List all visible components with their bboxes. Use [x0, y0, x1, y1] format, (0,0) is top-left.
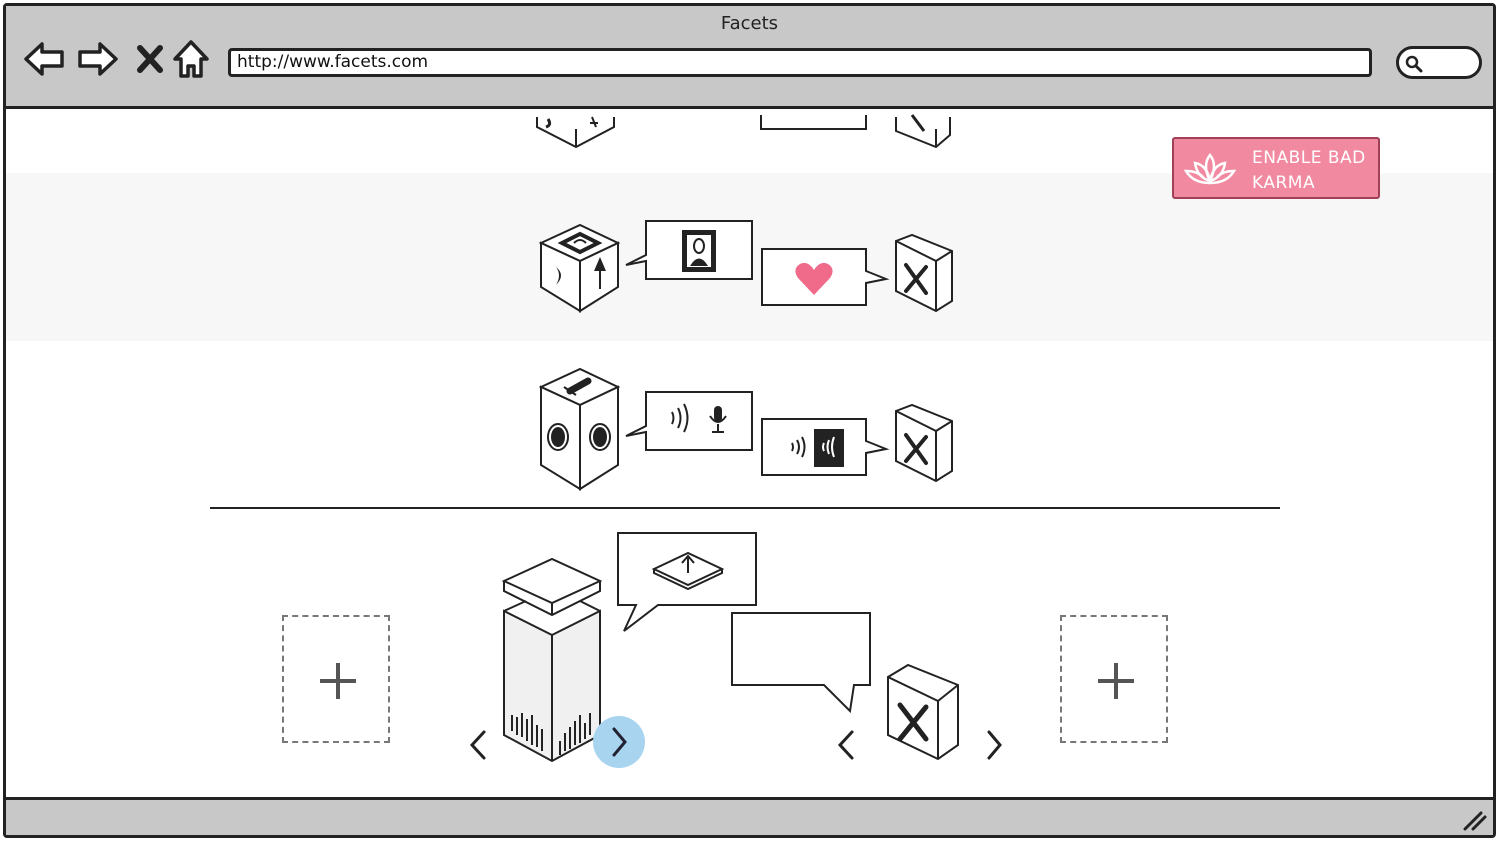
back-arrow-icon [24, 42, 64, 76]
tower-upload-cube[interactable] [496, 555, 608, 765]
back-button[interactable] [22, 38, 66, 80]
prev-cube-button[interactable] [464, 725, 492, 765]
bubble-mona-lisa[interactable] [620, 217, 758, 283]
speaker-cube[interactable] [536, 365, 626, 495]
remove-x-icon [897, 702, 929, 742]
search-icon [1405, 55, 1423, 73]
mona-lisa-frame-icon [682, 230, 716, 272]
remove-x-icon [904, 433, 928, 465]
resize-grip-icon[interactable] [1461, 809, 1487, 831]
plus-icon [1098, 663, 1134, 699]
forward-button[interactable] [76, 38, 120, 80]
sound-wave-icon [791, 429, 844, 467]
bubble-empty[interactable] [728, 609, 876, 715]
enable-bad-karma-button[interactable]: ENABLE BAD KARMA [1172, 137, 1380, 199]
lotus-icon [1183, 152, 1237, 185]
home-button[interactable] [169, 38, 213, 80]
remove-facet-button[interactable] [890, 401, 958, 485]
home-icon [173, 40, 209, 78]
stop-button[interactable] [128, 38, 172, 80]
add-facet-left-button[interactable] [282, 615, 390, 743]
bubble-upload[interactable] [614, 529, 760, 635]
search-box[interactable] [1396, 46, 1482, 79]
prev-action-button[interactable] [832, 725, 860, 765]
browser-toolbar: Facets http://www.facets.com [6, 6, 1493, 109]
sound-mic-icon [671, 403, 727, 433]
browser-window: Facets http://www.facets.com [3, 3, 1496, 838]
next-action-button[interactable] [980, 725, 1008, 765]
bubble-sound-mic[interactable] [620, 388, 758, 454]
add-facet-right-button[interactable] [1060, 615, 1168, 743]
close-x-icon [137, 45, 163, 73]
bubble-sound-wave[interactable] [758, 415, 892, 479]
chevron-right-icon [987, 730, 1002, 760]
partial-remove-block [895, 114, 951, 149]
bubble-heart[interactable] [758, 245, 892, 309]
remove-facet-button[interactable] [890, 231, 958, 315]
forward-arrow-icon [78, 42, 118, 76]
chevron-left-icon [837, 730, 854, 760]
partial-bubble [760, 115, 867, 130]
facets-canvas: ENABLE BAD KARMA [6, 109, 1493, 802]
status-bar [6, 797, 1493, 835]
window-title: Facets [720, 13, 779, 34]
plus-icon [320, 663, 356, 699]
heart-icon [795, 262, 833, 295]
next-cube-button[interactable] [593, 716, 645, 768]
chevron-right-icon [612, 727, 627, 757]
art-cube[interactable] [536, 221, 626, 317]
partial-art-cube [536, 116, 615, 149]
upload-tile-icon [651, 551, 725, 591]
section-divider [210, 507, 1280, 509]
chevron-left-icon [469, 730, 486, 760]
remove-x-icon [904, 263, 928, 295]
remove-facet-button[interactable] [882, 661, 966, 763]
enable-bad-karma-label: ENABLE BAD KARMA [1252, 148, 1366, 193]
address-bar[interactable]: http://www.facets.com [228, 48, 1372, 77]
